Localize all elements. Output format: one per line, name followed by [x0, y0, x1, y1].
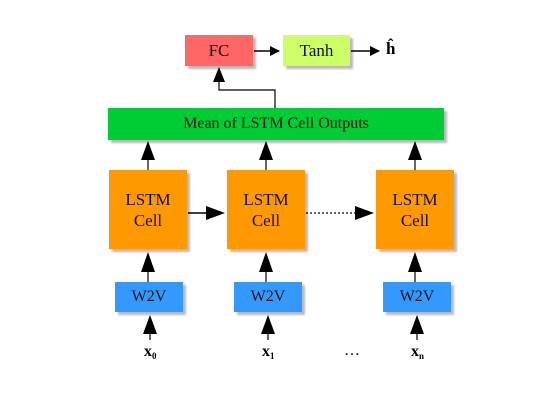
sequence-ellipsis: … — [344, 342, 360, 359]
lstm-cell-1: LSTM Cell — [227, 170, 305, 249]
w2v-box-1-label: W2V — [250, 288, 286, 305]
input-xn-subscript: n — [419, 351, 425, 361]
tanh-activation-label: Tanh — [299, 40, 334, 60]
lstm0-to-mean-arrowhead — [141, 141, 155, 160]
fc-layer-box: FC — [185, 35, 253, 66]
input-x1-label: x1 — [262, 343, 275, 361]
w2v-box-0-label: W2V — [131, 288, 167, 305]
w2v-box-1: W2V — [234, 282, 302, 312]
input-x1-base: x — [262, 343, 270, 360]
lstm1-to-mean-arrowhead — [259, 141, 273, 160]
w2v1-to-lstm1-arrowhead — [259, 252, 273, 272]
mean-to-fc-arrow — [218, 70, 276, 108]
input-x0-base: x — [144, 343, 152, 360]
lstm0-to-lstm1-arrowhead — [206, 206, 225, 220]
w2v-box-0: W2V — [115, 282, 183, 312]
lstm-cell-n: LSTM Cell — [376, 170, 454, 249]
input-xn-base: x — [411, 343, 419, 360]
lstm1-to-lstm2-arrowhead — [355, 206, 374, 220]
tanh-activation-box: Tanh — [283, 35, 350, 66]
w2v-box-n: W2V — [383, 282, 451, 312]
mean-of-lstm-outputs-box: Mean of LSTM Cell Outputs — [108, 108, 444, 140]
w2v0-to-lstm0-arrowhead — [141, 252, 155, 272]
w2v-box-n-label: W2V — [399, 288, 435, 305]
lstm-cell-n-label: LSTM Cell — [392, 189, 438, 230]
lstm-cell-1-label: LSTM Cell — [243, 189, 289, 230]
input-x0-subscript: 0 — [152, 351, 157, 361]
x0-to-w2v0-arrowhead — [143, 315, 157, 334]
mean-of-lstm-outputs-label: Mean of LSTM Cell Outputs — [183, 115, 369, 132]
output-h-hat-label: ĥ — [386, 39, 396, 58]
xn-to-w2v2-arrowhead — [410, 315, 424, 334]
w2v2-to-lstm2-arrowhead — [408, 252, 422, 272]
input-xn-label: xn — [411, 343, 424, 361]
lstm-cell-0-label: LSTM Cell — [125, 189, 171, 230]
mean-to-fc-arrowhead — [213, 67, 225, 82]
lstm-cell-0: LSTM Cell — [109, 170, 187, 249]
fc-layer-label: FC — [208, 40, 230, 60]
input-x0-label: x0 — [144, 343, 157, 361]
x1-to-w2v1-arrowhead — [261, 315, 275, 334]
lstm2-to-mean-arrowhead — [408, 141, 422, 160]
input-x1-subscript: 1 — [270, 351, 275, 361]
